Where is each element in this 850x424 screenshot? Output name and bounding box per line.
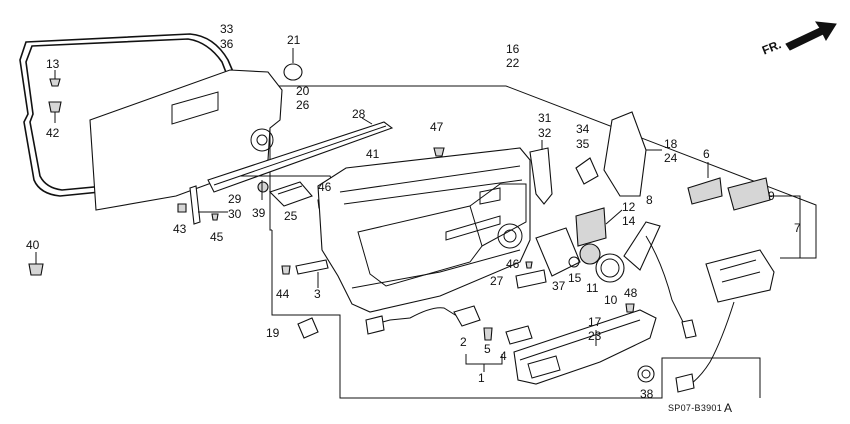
callout-21: 21 xyxy=(287,33,301,47)
power-window-master-switch xyxy=(675,249,775,393)
callout-16: 16 xyxy=(506,42,520,56)
switch-27 xyxy=(515,269,547,289)
callout-35: 35 xyxy=(576,137,590,151)
window-sash-trim xyxy=(207,117,394,193)
callout-25: 25 xyxy=(284,209,298,223)
clip-19 xyxy=(297,317,319,339)
callout-40: 40 xyxy=(26,238,40,252)
callout-36: 36 xyxy=(220,37,234,51)
screw-44 xyxy=(281,265,291,275)
callout-3: 3 xyxy=(314,287,321,301)
callout-6: 6 xyxy=(703,147,710,161)
callout-22: 22 xyxy=(506,56,520,70)
clip-13 xyxy=(49,70,61,87)
callout-2: 2 xyxy=(460,335,467,349)
callout-31: 31 xyxy=(538,111,552,125)
callout-27: 27 xyxy=(490,274,504,288)
speaker-11 xyxy=(579,243,601,265)
callout-46b: 46 xyxy=(506,257,520,271)
callout-28: 28 xyxy=(352,107,366,121)
callout-20: 20 xyxy=(296,84,310,98)
callout-18: 18 xyxy=(664,137,678,151)
rod-3 xyxy=(295,259,329,275)
callout-8: 8 xyxy=(646,193,653,207)
callout-23: 23 xyxy=(588,329,602,343)
callout-13: 13 xyxy=(46,57,60,71)
callout-47: 47 xyxy=(430,120,444,134)
callout-12: 12 xyxy=(622,200,636,214)
figure-code: SP07-B3901 xyxy=(668,403,722,413)
callout-30: 30 xyxy=(228,207,242,221)
callout-24: 24 xyxy=(664,151,678,165)
callout-39: 39 xyxy=(252,206,266,220)
callout-14: 14 xyxy=(622,214,636,228)
door-lining-main xyxy=(317,147,531,313)
callout-33: 33 xyxy=(220,22,234,36)
screw-47 xyxy=(433,147,445,157)
armrest xyxy=(513,309,657,385)
callout-43: 43 xyxy=(173,222,187,236)
callout-10: 10 xyxy=(604,293,618,307)
figure-revision: A xyxy=(724,401,732,415)
callout-45: 45 xyxy=(210,230,224,244)
clip-42 xyxy=(48,101,62,123)
screw-45 xyxy=(211,213,219,221)
leader-7 xyxy=(780,195,801,258)
callout-5: 5 xyxy=(484,342,491,356)
trim-bracket xyxy=(189,185,201,225)
callout-42: 42 xyxy=(46,126,60,140)
screw-39 xyxy=(257,181,269,193)
arrow-icon xyxy=(785,21,837,51)
callout-1: 1 xyxy=(478,371,485,385)
callout-46a: 46 xyxy=(318,180,332,194)
callout-29: 29 xyxy=(228,192,242,206)
door-panel xyxy=(89,69,283,211)
ring-15 xyxy=(568,256,580,268)
callout-32: 32 xyxy=(538,126,552,140)
callout-9: 9 xyxy=(768,189,775,203)
speaker-cover xyxy=(623,221,661,271)
speaker-ring-10 xyxy=(595,253,625,283)
mirror-cover xyxy=(575,157,599,185)
callout-44: 44 xyxy=(276,287,290,301)
callout-7: 7 xyxy=(794,221,801,235)
callout-34: 34 xyxy=(576,122,590,136)
screw-48 xyxy=(625,303,635,313)
garnish-31 xyxy=(529,147,553,205)
clip-43 xyxy=(177,203,187,213)
callout-48: 48 xyxy=(624,286,638,300)
inner-handle-assembly xyxy=(365,305,533,345)
speaker-box xyxy=(575,207,607,247)
switch-9 xyxy=(727,177,771,211)
callout-19: 19 xyxy=(266,326,280,340)
callout-26: 26 xyxy=(296,98,310,112)
callout-4: 4 xyxy=(500,349,507,363)
callout-17: 17 xyxy=(588,315,602,329)
front-direction-label: FR. xyxy=(760,37,783,57)
corner-bracket xyxy=(603,111,647,197)
callout-37: 37 xyxy=(552,279,566,293)
clip-40 xyxy=(28,252,44,276)
screw-46-lower xyxy=(525,261,533,269)
callout-15: 15 xyxy=(568,271,582,285)
grommet-38 xyxy=(637,365,655,383)
hole-seal xyxy=(283,63,303,81)
front-direction-arrow: FR. xyxy=(760,21,837,57)
switch-6 xyxy=(687,177,723,205)
callout-labels: 33 36 13 42 40 21 20 26 16 22 28 47 41 3… xyxy=(26,22,801,401)
switch-panel-bezel xyxy=(535,227,581,277)
assembly-outline-frame xyxy=(262,85,817,399)
callout-38: 38 xyxy=(640,387,654,401)
inner-handle-base xyxy=(268,181,313,207)
leader-12 xyxy=(605,209,623,225)
callout-41: 41 xyxy=(366,147,380,161)
callout-11: 11 xyxy=(586,281,599,295)
